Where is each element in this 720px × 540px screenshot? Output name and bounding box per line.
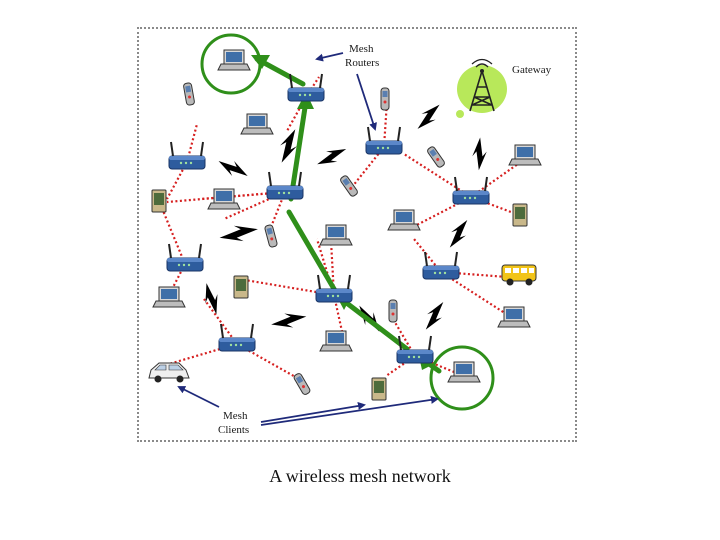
router-icon (315, 274, 353, 303)
phone-icon (292, 371, 312, 397)
mesh-network-diagram: Mesh Routers Gateway Mesh Clients (148, 33, 552, 436)
figure-caption: A wireless mesh network (269, 466, 451, 486)
gateway-tower-icon (469, 58, 495, 112)
laptop-icon (508, 144, 542, 166)
car-icon (148, 362, 190, 383)
pda-icon (371, 377, 387, 401)
laptop-icon (240, 113, 274, 135)
label-gateway: Gateway (512, 64, 552, 76)
wireless-bolt-icon (196, 281, 226, 317)
phone-icon (182, 81, 196, 107)
wireless-bolt-icon (314, 140, 349, 173)
diagram-frame: Mesh Routers Gateway Mesh Clients (137, 27, 577, 442)
laptop-icon (497, 306, 531, 328)
router-icon (422, 251, 460, 280)
wireless-bolt-icon (215, 157, 251, 180)
phone-icon (388, 299, 398, 323)
wireless-bolt-icon (414, 99, 444, 135)
pda-icon (233, 275, 249, 299)
label-mesh-routers-line1: Mesh (349, 43, 374, 55)
laptop-icon (217, 49, 251, 71)
label-mesh-clients-line2: Clients (218, 424, 249, 436)
label-mesh-routers-line2: Routers (345, 57, 379, 69)
phone-icon (425, 145, 447, 169)
gateway (456, 58, 507, 118)
phone-icon (263, 223, 279, 249)
label-mesh-clients-line1: Mesh (223, 410, 248, 422)
pda-icon (151, 189, 167, 213)
phone-icon (380, 87, 390, 111)
router-icon (266, 171, 304, 200)
router-icon (452, 176, 490, 205)
highlight-circle-bottom (429, 345, 495, 411)
router-icon (166, 243, 204, 272)
laptop-icon (387, 209, 421, 231)
wireless-bolt-icon (469, 136, 490, 171)
laptop-icon (152, 286, 186, 308)
router-icon (365, 126, 403, 155)
wireless-bolt-icon (446, 216, 472, 252)
laptop-icon (319, 330, 353, 352)
annotation-arrows (177, 52, 439, 426)
router-icon (218, 323, 256, 352)
mesh-clients (148, 49, 542, 401)
highlight-path (254, 56, 442, 374)
wireless-bolt-icon (217, 217, 260, 250)
highlight-circle-top (200, 33, 262, 95)
phone-icon (338, 174, 360, 198)
wireless-bolt-icon (422, 298, 448, 334)
bus-icon (501, 264, 537, 286)
mesh-routers (166, 73, 490, 364)
laptop-icon (319, 224, 353, 246)
router-icon (396, 335, 434, 364)
wireless-bolt-icon (269, 305, 309, 336)
router-icon (168, 141, 206, 170)
pda-icon (512, 203, 528, 227)
